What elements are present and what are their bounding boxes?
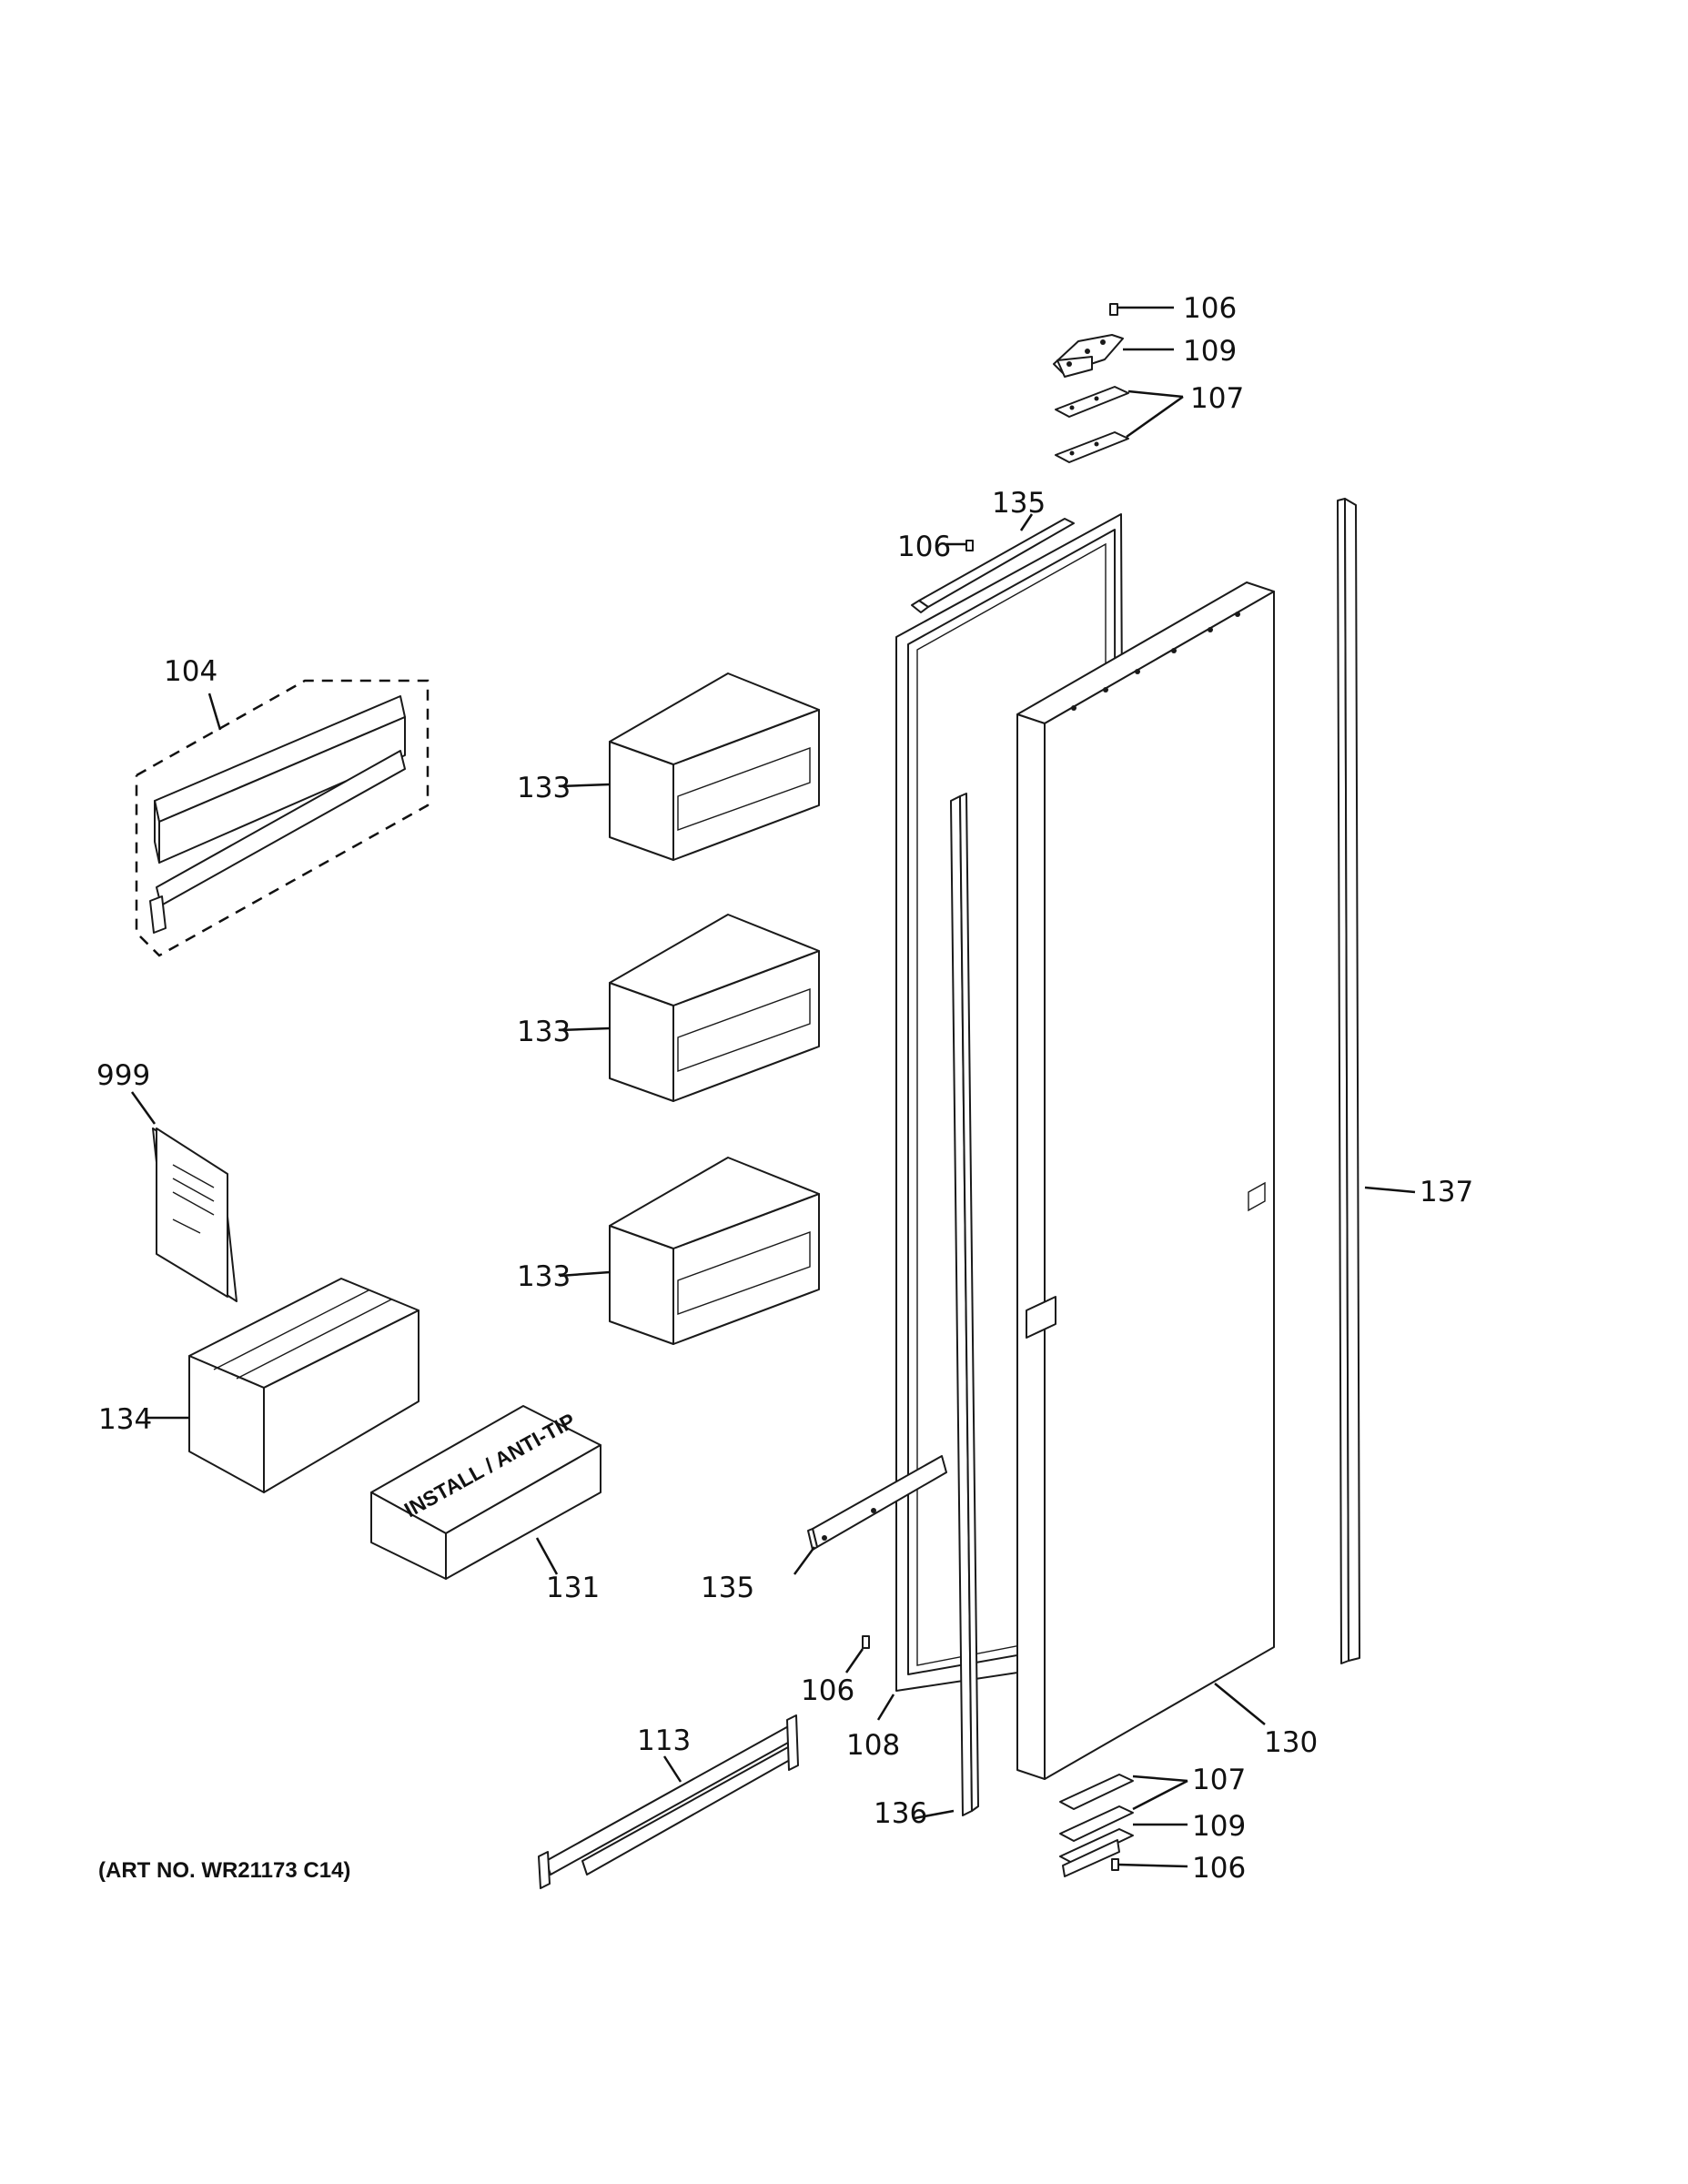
shim-107-bottom [1059,1774,1188,1842]
callout-133-top: 133 [517,772,571,804]
callout-999: 999 [96,1059,150,1092]
callout-106-low: 106 [801,1674,854,1707]
screw-106-mid [946,540,974,551]
callout-131: 131 [546,1572,600,1604]
screw-106-top [1109,303,1174,316]
hinge-109-top [1053,334,1174,378]
bin-133-bottom [559,1157,820,1345]
callout-133-middle: 133 [517,1016,571,1048]
screw-106-low [844,1635,870,1673]
callout-134: 134 [98,1403,152,1436]
hinge-109-bottom [1059,1823,1188,1877]
callout-137: 137 [1420,1176,1473,1208]
bracket-135-top [911,513,1075,613]
callout-107-bottom: 107 [1192,1764,1246,1796]
trim-136 [914,793,979,1820]
bin-133-middle [559,914,820,1102]
callout-106-bottom: 106 [1192,1852,1246,1885]
bracket-135-bottom [793,1455,947,1575]
callout-135-bottom: 135 [701,1572,754,1604]
callout-135-top: 135 [992,487,1046,520]
kit-104 [135,679,430,957]
trim-137 [1337,498,1416,1664]
callout-109-top: 109 [1183,335,1237,368]
callout-107-top: 107 [1190,382,1244,415]
box-131 [370,1405,601,1580]
callout-133-bottom: 133 [517,1260,571,1293]
callout-136: 136 [874,1797,927,1830]
shim-107-top [1055,386,1184,463]
callout-104: 104 [164,655,217,688]
callout-113: 113 [637,1724,691,1757]
toe-kick-113 [538,1714,799,1889]
bin-133-top [559,672,820,861]
callout-106-top: 106 [1183,292,1237,325]
callout-108: 108 [846,1729,900,1762]
manual-999 [130,1091,238,1302]
callout-106-mid: 106 [897,531,951,563]
callout-109-bottom: 109 [1192,1810,1246,1843]
door-panel-130 [1016,581,1275,1780]
box-134 [146,1278,419,1493]
screw-106-bottom [1111,1858,1188,1871]
callout-130: 130 [1264,1726,1318,1759]
art-number: (ART NO. WR21173 C14) [98,1858,350,1883]
